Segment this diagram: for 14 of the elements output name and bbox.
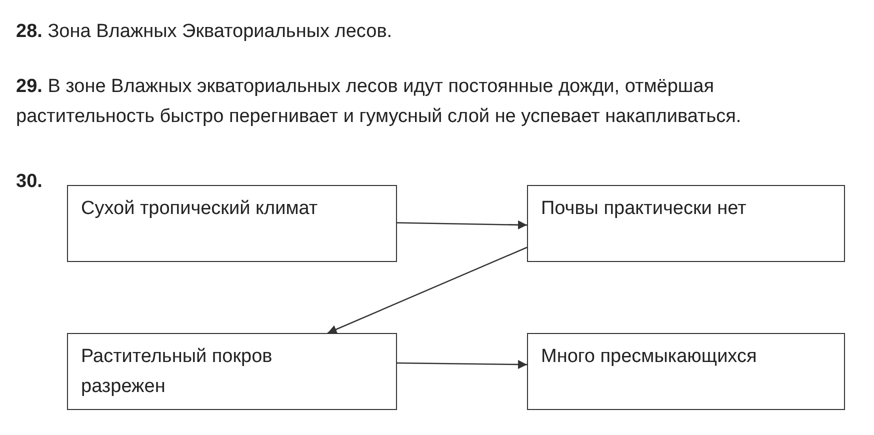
process-box [67,185,397,262]
process-box [527,333,845,410]
box-text: Сухой тропический климат [81,197,318,221]
text-paragraph: 30. [16,170,42,194]
process-box [67,333,397,410]
arrow [397,360,527,369]
text-paragraph: 29. В зоне Влажных экваториальных лесов идут постоянные дожди, отмёршая растительность быстро перегнивает и гумусный слой не успевает накапливаться. [16,75,742,129]
process-box [527,185,845,262]
arrow [327,246,528,334]
box-text: Растительный покров разрежен [81,345,274,399]
arrow [396,220,528,230]
box-text: Почвы практически нет [541,197,746,221]
box-text: Много пресмыкающихся [541,345,757,369]
text-paragraph: 28. Зона Влажных Экваториальных лесов. [16,20,392,44]
